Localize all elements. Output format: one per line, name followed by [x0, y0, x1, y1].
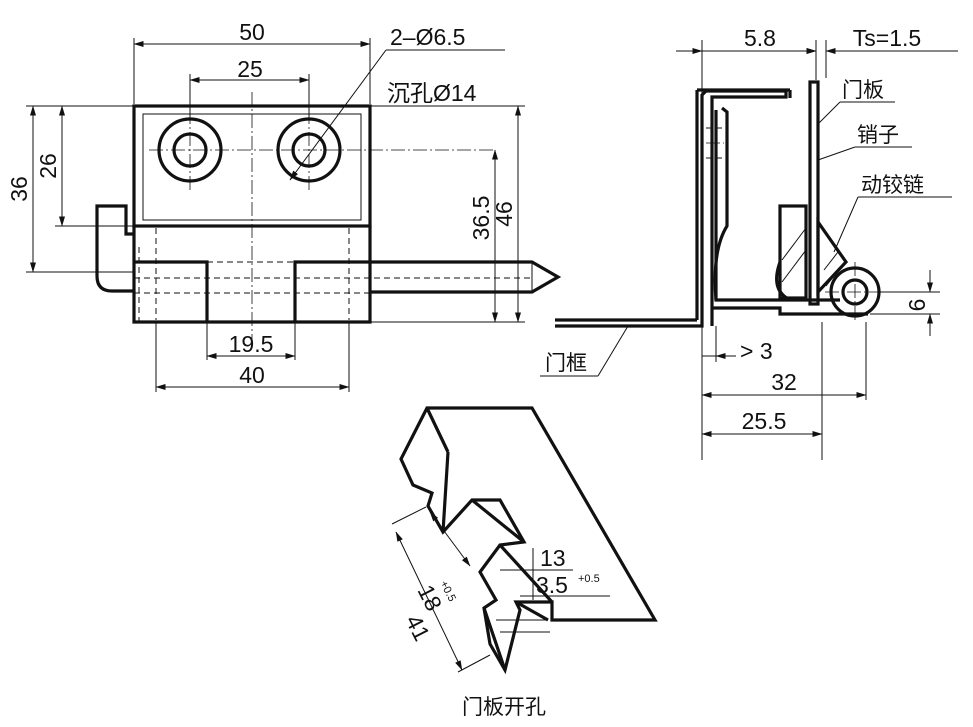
dim-counterbore: 沉孔Ø14 [387, 80, 477, 106]
dim-slot-19-5: 19.5 [229, 331, 274, 357]
moving-hinge-wedge [816, 216, 849, 297]
side-tab [95, 204, 134, 293]
dim-13: 13 [540, 545, 566, 571]
cutout-view: 13 3.5 +0.5 18 +0.5 41 门板开孔 [391, 406, 658, 719]
dim-height-46: 46 [491, 201, 517, 227]
dim-41: 41 [401, 610, 436, 645]
cutout-caption: 门板开孔 [462, 695, 546, 719]
label-pin: 销子 [857, 123, 899, 147]
base-plate [712, 306, 868, 316]
dim-pin-36-5: 36.5 [468, 196, 494, 241]
dim-holes: 2–Ø6.5 [390, 24, 465, 50]
front-view: 50 25 2–Ø6.5 沉孔Ø14 36 26 36.5 46 19.5 40 [6, 19, 562, 392]
label-hinge: 动铰链 [861, 173, 924, 197]
dim-height-26: 26 [35, 153, 61, 179]
dim-5-8: 5.8 [744, 25, 776, 51]
dim-25-5: 25.5 [742, 408, 787, 434]
dim-3-5: 3.5 [536, 572, 568, 598]
dim-width-total: 50 [239, 19, 265, 45]
dim-6: 6 [904, 299, 930, 312]
dim-ts: Ts=1.5 [853, 25, 921, 51]
lower-leaf-outline [132, 226, 372, 324]
door-frame-profile [555, 89, 788, 328]
door-panel-block [399, 406, 658, 675]
dim-hole-spacing: 25 [237, 56, 263, 82]
side-view: 5.8 Ts=1.5 门板 销子 动铰链 门框 > 3 6 32 25.5 [540, 25, 958, 460]
label-door-frame: 门框 [545, 351, 587, 375]
dim-width-40: 40 [239, 362, 265, 388]
dim-32: 32 [771, 369, 797, 395]
dim-height-36: 36 [6, 176, 32, 202]
pin-body [778, 204, 808, 300]
door-panel [808, 80, 820, 306]
label-door-panel: 门板 [842, 78, 884, 102]
tol-3-5: +0.5 [578, 573, 600, 585]
hinge-pin [370, 260, 562, 294]
dim-gt3: > 3 [740, 338, 773, 364]
